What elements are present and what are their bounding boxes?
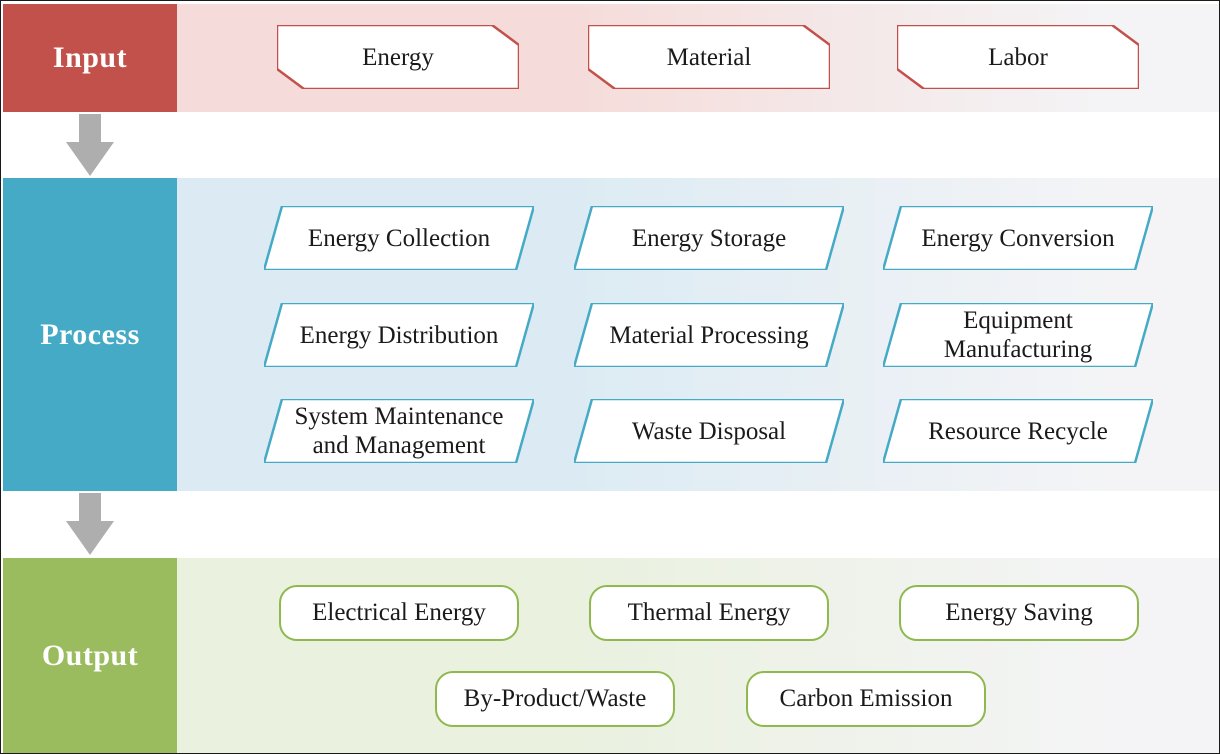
parallelogram-outline-icon (883, 206, 1153, 270)
output-item-by-product-waste: By-Product/Waste (435, 671, 675, 727)
input-item-label: Labor (988, 43, 1048, 71)
process-item-label: Material Processing (609, 321, 809, 349)
process-item-material-processing: Material Processing (574, 303, 844, 367)
process-item-label: Energy Conversion (921, 224, 1115, 252)
output-row-label: Output (3, 558, 177, 753)
process-item-system-maintenance: System Maintenance and Management (264, 399, 534, 463)
parallelogram-outline-icon (574, 303, 844, 367)
parallelogram-outline-icon (883, 399, 1153, 463)
output-item-carbon-emission: Carbon Emission (746, 671, 986, 727)
process-item-label: System Maintenance and Management (294, 403, 504, 459)
process-item-equipment-manufacturing: Equipment Manufacturing (883, 303, 1153, 367)
parallelogram-outline-icon (574, 399, 844, 463)
process-item-resource-recycle: Resource Recycle (883, 399, 1153, 463)
input-item-labor: Labor (897, 25, 1139, 89)
down-arrow-process-to-output (66, 493, 114, 555)
down-arrow-input-to-process (66, 114, 114, 176)
process-row-label: Process (3, 178, 177, 491)
output-item-thermal-energy: Thermal Energy (589, 585, 829, 641)
input-item-material: Material (588, 25, 830, 89)
banner-outline-icon (588, 25, 830, 89)
input-row-label: Input (3, 4, 177, 112)
process-item-energy-collection: Energy Collection (264, 206, 534, 270)
input-item-energy: Energy (277, 25, 519, 89)
process-item-energy-conversion: Energy Conversion (883, 206, 1153, 270)
input-item-label: Energy (362, 43, 434, 71)
process-item-label: Energy Storage (631, 224, 787, 252)
process-item-label: Equipment Manufacturing (943, 307, 1093, 363)
banner-outline-icon (897, 25, 1139, 89)
down-arrow-icon (66, 114, 114, 176)
process-item-label: Waste Disposal (631, 417, 787, 445)
process-item-energy-distribution: Energy Distribution (264, 303, 534, 367)
parallelogram-outline-icon (883, 303, 1153, 367)
process-item-label: Energy Collection (307, 224, 491, 252)
process-item-energy-storage: Energy Storage (574, 206, 844, 270)
output-item-energy-saving: Energy Saving (899, 585, 1139, 641)
output-item-electrical-energy: Electrical Energy (279, 585, 519, 641)
input-item-label: Material (666, 43, 752, 71)
process-item-waste-disposal: Waste Disposal (574, 399, 844, 463)
process-item-label: Energy Distribution (299, 321, 499, 349)
parallelogram-outline-icon (264, 206, 534, 270)
process-item-label: Resource Recycle (928, 417, 1108, 445)
parallelogram-outline-icon (264, 303, 534, 367)
parallelogram-outline-icon (574, 206, 844, 270)
banner-outline-icon (277, 25, 519, 89)
parallelogram-outline-icon (264, 399, 534, 463)
down-arrow-icon (66, 493, 114, 555)
